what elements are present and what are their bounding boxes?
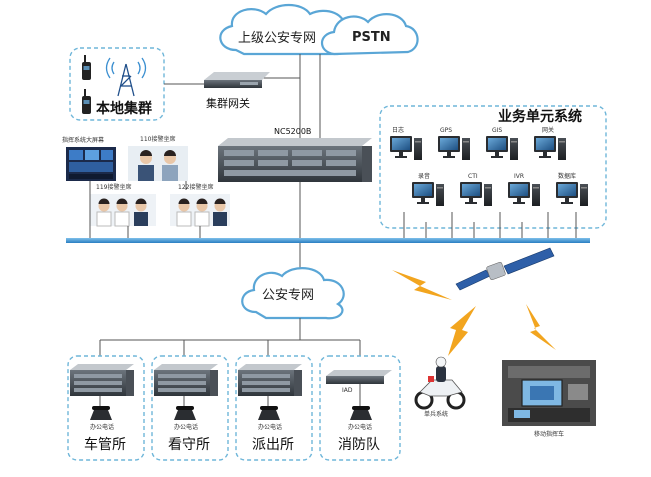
desktop-computer-icon [460,182,492,206]
office-phone-icon [90,406,112,420]
desktop-computer-icon [556,182,588,206]
station-name-detention: 看守所 [168,437,210,453]
cluster-gateway-label: 集群网关 [206,97,250,110]
command-vehicle-photo [502,360,596,426]
station-name-fire-brigade: 消防队 [338,437,380,453]
station-rack [70,364,134,396]
station-box-police-station [235,355,313,461]
station-name-police-station: 派出所 [252,437,294,453]
cloud-police-network [241,267,345,320]
desktop-computer-icon [486,136,518,160]
pc-label-ivr: IVR [514,173,525,180]
iad-device [326,370,392,384]
station-rack [154,364,218,396]
cloud-pstn [320,13,419,56]
core-switch-device [218,138,372,182]
big-screen-label: 指挥系统大屏幕 [62,137,105,144]
command-vehicle-label: 移动指挥车 [534,431,565,438]
station-phone-label: 办公电话 [174,424,199,431]
station-box-fire-brigade [319,355,401,461]
police-bike-label: 单兵系统 [424,411,449,418]
police-motorcycle-photo [414,356,466,410]
station-phone-label: 办公电话 [348,424,373,431]
office-phone-icon [174,406,196,420]
pc-label-cti: CTI [468,173,478,180]
lightning-icon [448,306,476,356]
desktop-computer-icon [412,182,444,206]
station-name-vehicle-admin: 车管所 [84,437,126,453]
desktop-computer-icon [390,136,422,160]
business-unit-box [379,105,607,229]
business-unit-title: 业务单元系统 [498,109,582,125]
main-network-bus [66,238,590,243]
pc-label-recording: 录音 [418,173,431,180]
lightning-icon [392,270,452,300]
core-switch-label: NC5200B [274,127,312,136]
local-cluster-label: 本地集群 [96,101,152,117]
seat-119-label: 119接警坐席 [96,184,132,191]
office-phone-icon [258,406,280,420]
antenna-tower-icon [105,57,147,97]
pc-label-gps: GPS [440,127,453,134]
pc-label-gateway: 网关 [542,127,555,134]
radio-icon [82,55,91,80]
iad-label: IAD [342,387,353,394]
seat-110-label: 110接警坐席 [140,136,176,143]
pc-label-log: 日志 [392,127,405,134]
seat-122-label: 122接警坐席 [178,184,214,191]
station-phone-label: 办公电话 [90,424,115,431]
cloud-pstn-label: PSTN [352,30,391,45]
cluster-gateway-device [204,72,270,88]
satellite-icon [455,247,555,291]
desktop-computer-icon [438,136,470,160]
station-box-detention [151,355,229,461]
cloud-police-network-label: 公安专网 [262,288,315,303]
desktop-computer-icon [508,182,540,206]
station-phone-label: 办公电话 [258,424,283,431]
station-rack [238,364,302,396]
office-phone-icon [350,406,372,420]
station-box-vehicle-admin [67,355,145,461]
pc-label-database: 数据库 [558,173,577,180]
pc-label-gis: GIS [492,127,503,134]
cloud-upper-police-network-label: 上级公安专网 [238,31,317,46]
radio-icon [82,89,91,114]
desktop-computer-icon [534,136,566,160]
